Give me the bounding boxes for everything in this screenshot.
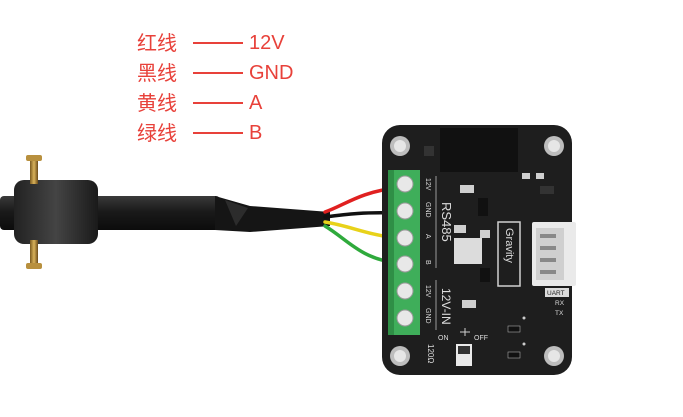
tx-label: TX xyxy=(555,310,564,317)
legend-color: 绿线 xyxy=(137,121,177,145)
terminal-label: GND xyxy=(424,202,431,218)
terminal-block xyxy=(388,170,420,335)
legend-dash xyxy=(193,102,243,104)
terminal-labels: 12V GND A B 12V GND xyxy=(424,178,431,324)
power-label: 12V-IN xyxy=(439,288,453,325)
terminal-label: A xyxy=(424,234,431,239)
wire-legend: 红线 12V 黑线 GND 黄线 A 绿线 B xyxy=(137,28,293,148)
legend-color: 黑线 xyxy=(137,61,177,85)
terminal-label: 12V xyxy=(424,178,431,191)
legend-color: 黄线 xyxy=(137,91,177,115)
legend-signal: B xyxy=(249,122,263,144)
termination-switch: ON OFF xyxy=(438,328,488,366)
legend-dash xyxy=(193,72,243,74)
legend-row-black: 黑线 GND xyxy=(137,58,293,88)
uart-connector xyxy=(532,222,576,286)
rx-label: RX xyxy=(555,300,565,307)
legend-dash xyxy=(193,42,243,44)
legend-signal: A xyxy=(249,92,263,114)
termination-label: 120Ω xyxy=(426,344,435,363)
terminal-label: B xyxy=(424,260,431,265)
legend-row-yellow: 黄线 A xyxy=(137,88,293,118)
switch-off-label: OFF xyxy=(474,335,488,342)
legend-color: 红线 xyxy=(137,31,177,55)
rs485-board: 12V GND A B 12V GND RS485 12V-IN Gravity xyxy=(382,125,576,375)
legend-signal: GND xyxy=(249,62,294,84)
legend-row-green: 绿线 B xyxy=(137,118,293,148)
switch-on-label: ON xyxy=(438,335,449,342)
brand-label: Gravity xyxy=(503,228,515,263)
terminal-label: GND xyxy=(424,308,431,324)
uart-label: UART xyxy=(547,290,565,297)
legend-signal: 12V xyxy=(249,32,285,54)
rs485-label: RS485 xyxy=(439,202,454,242)
cable-gland xyxy=(14,155,98,269)
terminal-label: 12V xyxy=(424,285,431,298)
legend-dash xyxy=(193,132,243,134)
legend-row-red: 红线 12V xyxy=(137,28,293,58)
